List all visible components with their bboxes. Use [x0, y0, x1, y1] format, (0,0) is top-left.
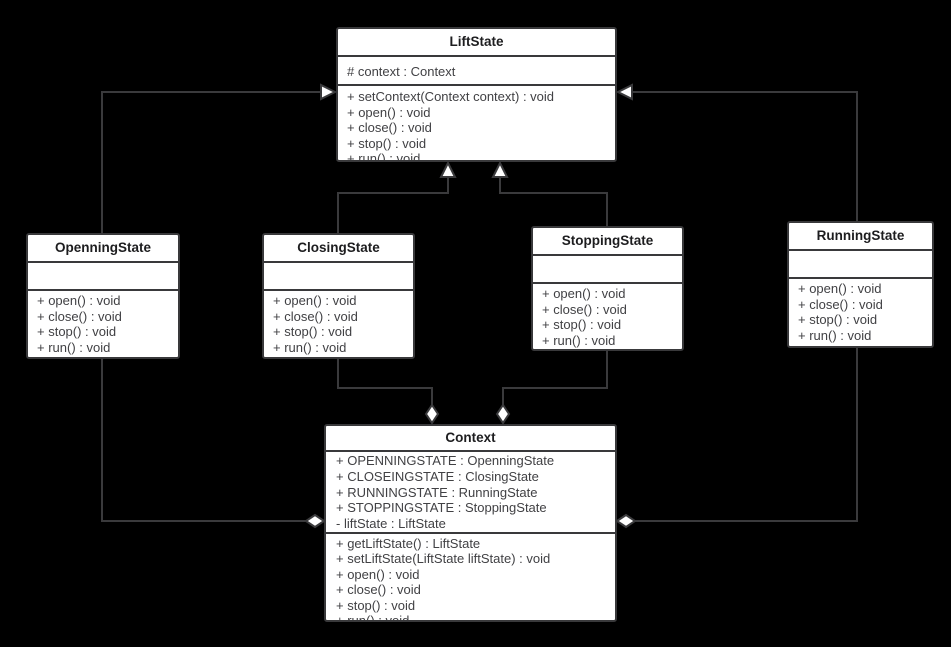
member-row: + stop() : void	[542, 317, 622, 332]
class-methods: + open() : void+ close() : void+ stop() …	[28, 291, 178, 355]
class-title: Context	[326, 426, 615, 452]
class-methods: + open() : void+ close() : void+ stop() …	[533, 284, 682, 348]
generalization-arrowhead	[439, 160, 457, 178]
edge-aggregation-context-openningstate	[101, 359, 326, 529]
member-row: + open() : void	[37, 293, 121, 308]
member-row: # context : Context	[347, 64, 456, 79]
generalization-arrowhead	[320, 83, 338, 101]
class-methods: + getLiftState() : LiftState+ setLiftSta…	[326, 534, 615, 622]
member-row: + open() : void	[336, 566, 420, 582]
member-row: - liftState : LiftState	[336, 516, 446, 532]
class-attributes-empty	[789, 251, 932, 279]
member-row: + stop() : void	[798, 312, 878, 327]
member-row: + run() : void	[798, 327, 872, 343]
generalization-arrowhead	[491, 160, 509, 178]
member-row: + CLOSEINGSTATE : ClosingState	[336, 468, 539, 484]
member-row: + open() : void	[798, 281, 882, 296]
class-box-runningstate: RunningState + open() : void+ close() : …	[787, 221, 934, 348]
member-row: + OPENNINGSTATE : OpenningState	[336, 453, 555, 468]
member-row: + run() : void	[37, 339, 111, 355]
member-row: + run() : void	[542, 332, 616, 348]
member-row: + RUNNINGSTATE : RunningState	[336, 484, 538, 500]
member-row: + run() : void	[347, 151, 421, 162]
member-row: + open() : void	[542, 286, 626, 301]
class-title: OpenningState	[28, 235, 178, 263]
edge-generalization-openningstate-liftstate	[101, 83, 338, 233]
class-box-context: Context + OPENNINGSTATE : OpenningState+…	[324, 424, 617, 622]
member-row: + getLiftState() : LiftState	[336, 535, 481, 551]
edge-aggregation-context-closingstate	[337, 359, 440, 425]
edge-aggregation-context-stoppingstate	[495, 351, 608, 425]
member-row: + stop() : void	[37, 324, 117, 339]
class-attributes: + OPENNINGSTATE : OpenningState+ CLOSEIN…	[326, 452, 615, 534]
edge-generalization-runningstate-liftstate	[615, 83, 858, 221]
class-attributes-empty	[533, 256, 682, 284]
class-box-openningstate: OpenningState + open() : void+ close() :…	[26, 233, 180, 359]
class-attributes: # context : Context	[338, 57, 615, 86]
member-row: + close() : void	[347, 120, 432, 136]
aggregation-diamond	[495, 403, 511, 425]
member-row: + close() : void	[273, 308, 358, 324]
class-title: StoppingState	[533, 228, 682, 256]
edge-aggregation-context-runningstate	[615, 348, 858, 529]
aggregation-diamond	[424, 403, 440, 425]
member-row: + STOPPINGSTATE : StoppingState	[336, 500, 547, 516]
generalization-arrowhead	[615, 83, 633, 101]
member-row: + stop() : void	[273, 324, 353, 339]
class-methods: + setContext(Context context) : void+ op…	[338, 86, 615, 162]
member-row: + close() : void	[542, 301, 627, 317]
class-attributes-empty	[28, 263, 178, 291]
member-row: + stop() : void	[336, 597, 416, 613]
class-box-closingstate: ClosingState + open() : void+ close() : …	[262, 233, 415, 359]
edge-generalization-stoppingstate-liftstate	[491, 160, 608, 226]
member-row: + setLiftState(LiftState liftState) : vo…	[336, 551, 551, 567]
member-row: + open() : void	[273, 293, 357, 308]
class-title: LiftState	[338, 29, 615, 57]
class-methods: + open() : void+ close() : void+ stop() …	[789, 279, 932, 343]
member-row: + close() : void	[798, 296, 883, 312]
class-methods: + open() : void+ close() : void+ stop() …	[264, 291, 413, 355]
class-attributes-empty	[264, 263, 413, 291]
class-box-stoppingstate: StoppingState + open() : void+ close() :…	[531, 226, 684, 351]
aggregation-diamond	[304, 513, 326, 529]
class-title: RunningState	[789, 223, 932, 251]
member-row: + stop() : void	[347, 135, 427, 151]
class-box-liftstate: LiftState # context : Context + setConte…	[336, 27, 617, 162]
member-row: + open() : void	[347, 104, 431, 120]
member-row: + close() : void	[37, 308, 122, 324]
aggregation-diamond	[615, 513, 637, 529]
member-row: + run() : void	[273, 339, 347, 355]
class-title: ClosingState	[264, 235, 413, 263]
member-row: + setContext(Context context) : void	[347, 89, 555, 104]
member-row: + run() : void	[336, 613, 410, 622]
edge-generalization-closingstate-liftstate	[337, 160, 457, 233]
member-row: + close() : void	[336, 582, 421, 598]
